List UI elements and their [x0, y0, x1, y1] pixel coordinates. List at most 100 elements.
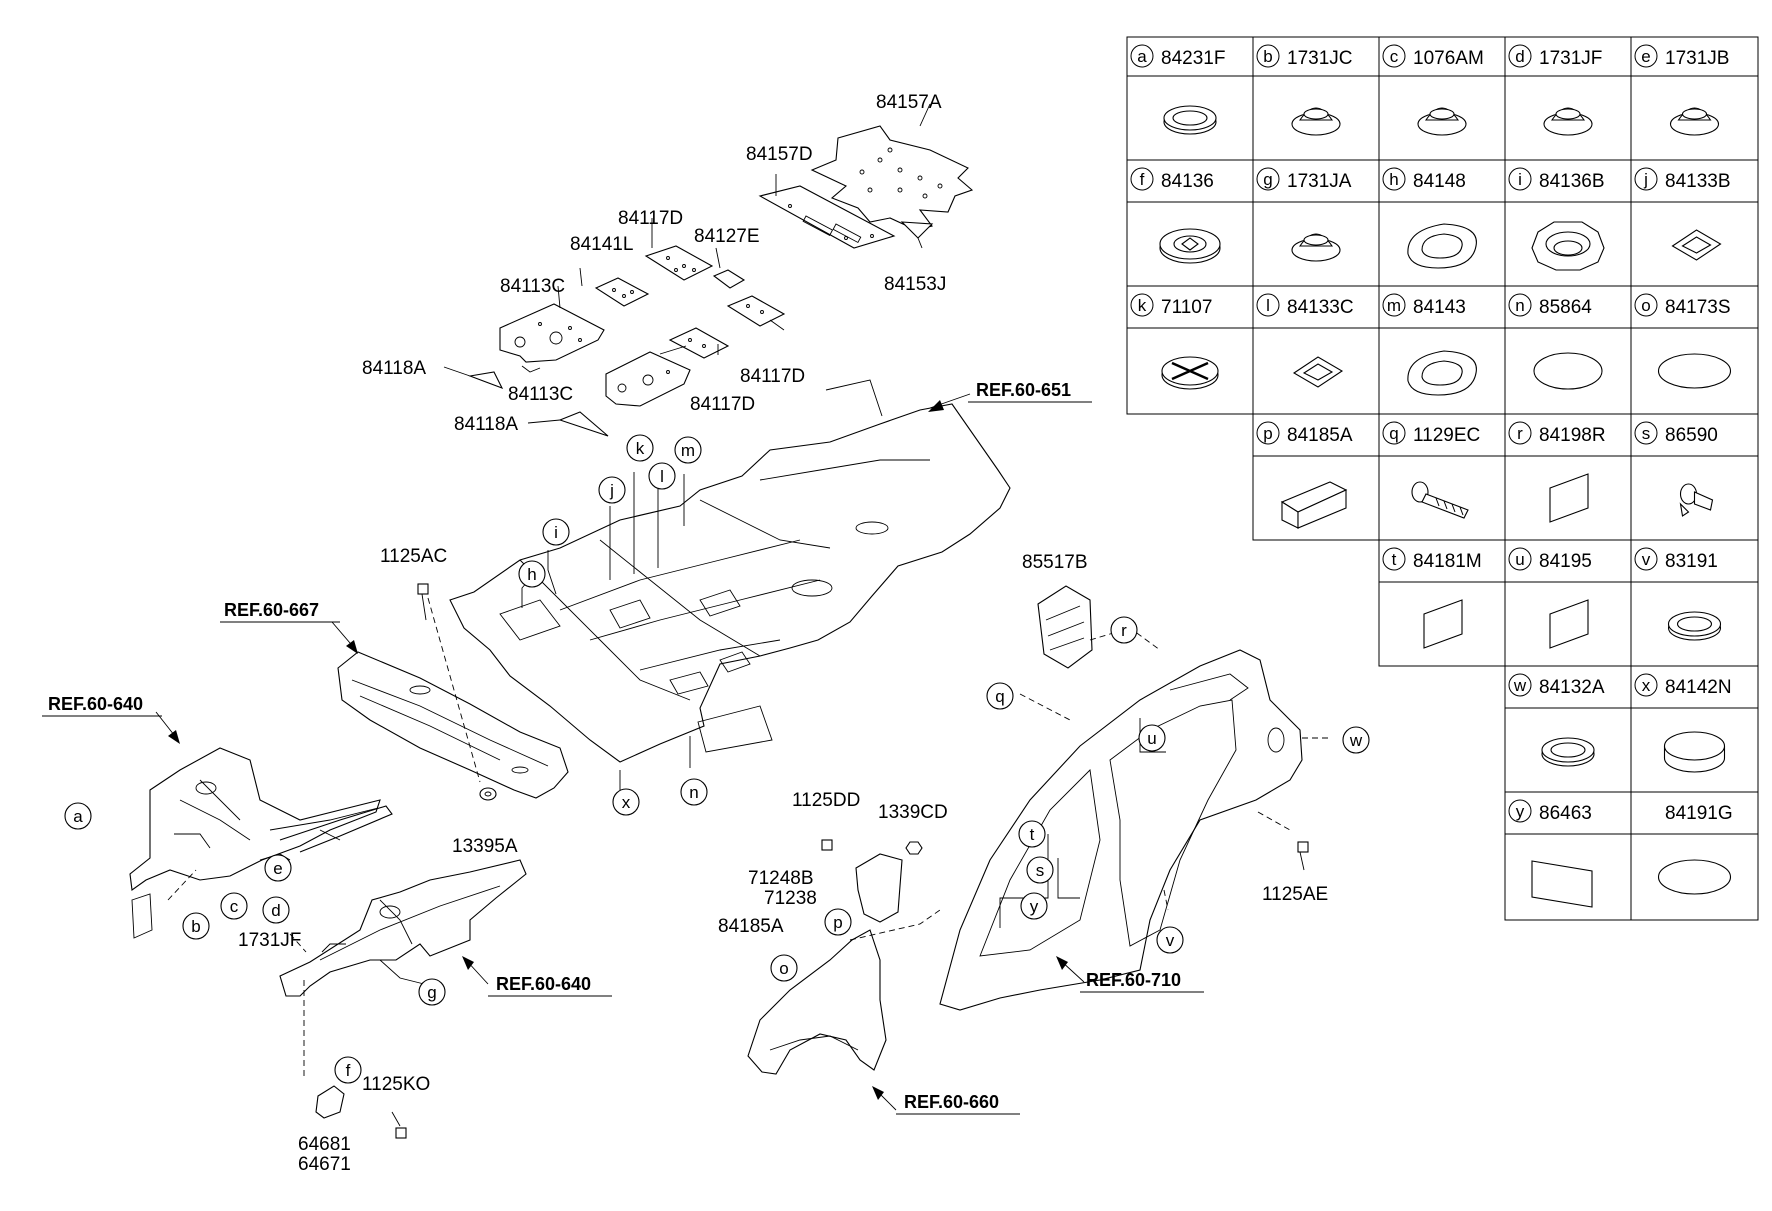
svg-text:d: d [271, 901, 280, 920]
pad-84117D-bottom [668, 327, 730, 359]
bolt-1125DD [821, 839, 833, 851]
ref-60-640-top: REF.60-640 [48, 694, 143, 714]
letter-circle [1634, 293, 1658, 317]
callout-b: b [182, 912, 210, 940]
plug-star-icon [1159, 228, 1221, 264]
callout-h: h [518, 560, 546, 588]
table-cell-k: k 71107 [1126, 285, 1254, 415]
letter-circle [1130, 167, 1154, 191]
label-1125DD: 1125DD [792, 790, 860, 811]
cell-part-number: 1731JC [1287, 48, 1353, 69]
ellipse-flat-icon [1657, 353, 1732, 389]
letter-circle [1508, 421, 1532, 445]
callout-r: r [1110, 616, 1138, 644]
callout-p: p [824, 908, 852, 936]
cell-part-number: 86590 [1665, 425, 1718, 446]
label-84117D-top: 84117D [618, 208, 683, 229]
cell-part-number: 85864 [1539, 297, 1592, 318]
pad-84117D-top [644, 245, 714, 281]
cell-part-number: 84133C [1287, 297, 1354, 318]
grommet-oval-icon [1407, 350, 1477, 396]
cell-part-number: 84142N [1665, 677, 1732, 698]
svg-text:e: e [273, 859, 282, 878]
svg-text:p: p [833, 913, 842, 932]
svg-text:b: b [191, 917, 200, 936]
ref-60-667: REF.60-667 [224, 600, 319, 620]
svg-text:i: i [554, 523, 558, 542]
letter-circle [1382, 421, 1406, 445]
label-84118A-top: 84118A [362, 358, 426, 379]
svg-text:r: r [1121, 621, 1127, 640]
disc-flat-icon [1533, 352, 1603, 390]
cell-part-number: 86463 [1539, 803, 1592, 824]
label-85517B: 85517B [1022, 552, 1088, 573]
table-cell-j: j 84133B [1630, 159, 1759, 287]
pad-square-icon [1671, 229, 1722, 261]
pad-square-icon [1292, 356, 1344, 388]
grommet-round-icon [1541, 737, 1595, 767]
label-71248B: 71248B [748, 868, 814, 889]
pad-84118A-top [467, 371, 504, 390]
letter-circle [1634, 44, 1658, 68]
letter-circle [1634, 547, 1658, 571]
ref-60-651: REF.60-651 [976, 380, 1071, 400]
plug-domed-icon [1543, 107, 1593, 136]
letter-circle [1382, 547, 1406, 571]
letter-circle [1508, 547, 1532, 571]
label-84185A: 84185A [718, 916, 784, 937]
callout-c: c [220, 892, 248, 920]
callout-e: e [264, 854, 292, 882]
cell-letter: j [1643, 170, 1648, 189]
letter-circle [1508, 673, 1532, 697]
svg-text:c: c [230, 897, 239, 916]
svg-text:v: v [1166, 931, 1175, 950]
letter-circle [1256, 293, 1280, 317]
cell-part-number: 83191 [1665, 551, 1718, 572]
cell-part-number: 84173S [1665, 297, 1731, 318]
part-labels: 84157A 84157D 84117D 84127E 84141L 84153… [238, 92, 1328, 1175]
svg-text:l: l [660, 467, 664, 486]
letter-circle [1634, 673, 1658, 697]
letter-circle [1256, 421, 1280, 445]
label-13395A: 13395A [452, 836, 518, 857]
cell-part-number: 84133B [1665, 171, 1731, 192]
cell-letter: k [1138, 296, 1147, 315]
bracket-85517B [1037, 585, 1093, 669]
svg-text:x: x [622, 793, 631, 812]
plug-domed-icon [1669, 107, 1720, 136]
cell-part-number: 71107 [1161, 297, 1212, 318]
pad-84113C-mid [605, 351, 691, 407]
bracket-71248B [855, 853, 903, 923]
nut-13395A [479, 787, 497, 801]
cell-part-number: 1731JA [1287, 171, 1352, 192]
ref-arrows [155, 393, 1085, 1111]
cell-letter: f [1140, 170, 1145, 189]
callout-x: x [612, 788, 640, 816]
cell-letter: s [1642, 424, 1651, 443]
svg-text:y: y [1030, 897, 1039, 916]
front-side-member-left [129, 747, 393, 939]
cell-letter: e [1641, 47, 1650, 66]
bolt-1125AE [1297, 841, 1309, 871]
svg-text:w: w [1349, 731, 1363, 750]
label-84117D-bottom: 84117D [690, 394, 755, 415]
cell-letter: n [1515, 296, 1524, 315]
svg-text:h: h [527, 565, 536, 584]
label-84113C-mid: 84113C [508, 384, 573, 405]
callout-w: w [1342, 726, 1370, 754]
callout-v: v [1156, 926, 1184, 954]
cell-part-number: 84231F [1161, 48, 1225, 69]
plug-domed-icon [1417, 107, 1467, 136]
callout-y: y [1020, 892, 1048, 920]
label-84141L: 84141L [570, 234, 633, 255]
callout-u: u [1138, 724, 1166, 752]
callout-s: s [1026, 856, 1054, 884]
label-84157D: 84157D [746, 144, 813, 165]
plug-domed-icon [1291, 233, 1341, 262]
grommet-round-icon [1163, 105, 1217, 135]
